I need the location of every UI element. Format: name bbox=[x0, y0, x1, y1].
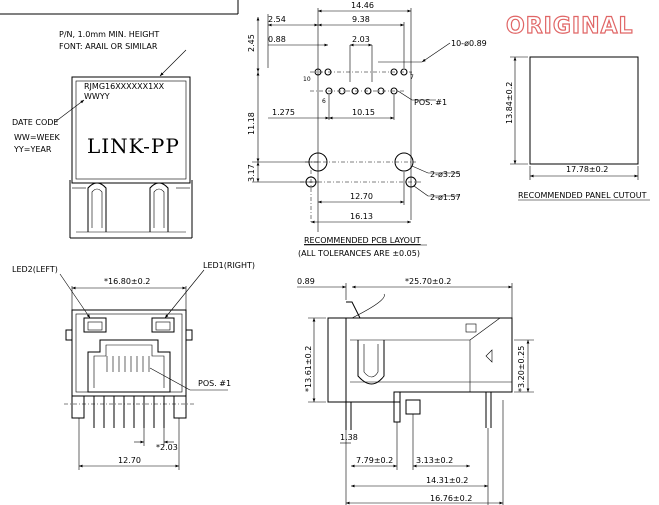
dim-12-70: 12.70 bbox=[350, 192, 373, 201]
font-note: FONT: ARAIL OR SIMILAR bbox=[59, 42, 158, 51]
dim-0-89: 0.89 bbox=[297, 277, 315, 286]
panel-cutout: 13.84±0.2 17.78±0.2 RECOMMENDED PANEL CU… bbox=[505, 56, 650, 201]
led1-label: LED1(RIGHT) bbox=[203, 261, 255, 270]
dim-3-17: 3.17 bbox=[247, 164, 256, 182]
ww-legend: WW=WEEK bbox=[14, 133, 61, 142]
side-dim-3-13: 3.13±0.2 bbox=[416, 456, 453, 465]
dim-9-38: 9.38 bbox=[352, 15, 370, 24]
front-view: LED2(LEFT) LED1(RIGHT) *16.80±0.2 bbox=[12, 261, 255, 470]
sheet-frame bbox=[0, 0, 239, 15]
side-dim-3-20: *3.20±0.25 bbox=[517, 346, 526, 392]
original-stamp: ORIGINAL bbox=[506, 14, 634, 39]
dim-2-03: 2.03 bbox=[352, 35, 370, 44]
front-width: *16.80±0.2 bbox=[104, 277, 150, 286]
side-dim-16-76: 16.76±0.2 bbox=[430, 494, 472, 503]
dim-11-18: 11.18 bbox=[247, 112, 256, 135]
dim-2-45: 2.45 bbox=[247, 34, 256, 52]
side-view: 0.89 *25.70±0.2 *13.61±0.2 *3.20±0.25 bbox=[297, 277, 534, 505]
pin-7-label: 7 bbox=[410, 74, 414, 81]
dim-14-46: 14.46 bbox=[351, 1, 374, 10]
front-pos1-label: POS. #1 bbox=[198, 379, 231, 388]
brand-logo: LINK-PP bbox=[87, 134, 180, 158]
date-format-marking: WWYY bbox=[84, 92, 110, 101]
cutout-title: RECOMMENDED PANEL CUTOUT bbox=[518, 191, 647, 200]
pcb-tolerance-note: (ALL TOLERANCES ARE ±0.05) bbox=[298, 249, 420, 258]
side-dim-1-38: 1.38 bbox=[340, 433, 358, 442]
side-dim-14-31: 14.31±0.2 bbox=[426, 476, 468, 485]
yy-legend: YY=YEAR bbox=[13, 145, 52, 154]
hole-note: 10-ø0.89 bbox=[451, 39, 487, 48]
dim-1-275: 1.275 bbox=[272, 108, 295, 117]
part-number-marking: RJMG16XXXXXX1XX bbox=[84, 82, 165, 91]
pin-6-label: 6 bbox=[322, 98, 326, 105]
dim-0-88: 0.88 bbox=[268, 35, 286, 44]
side-height: *13.61±0.2 bbox=[304, 346, 313, 392]
pin-10-label: 10 bbox=[303, 76, 311, 83]
contact-pins bbox=[106, 356, 150, 372]
pos1-label: POS. #1 bbox=[414, 98, 447, 107]
dim-2-54: 2.54 bbox=[268, 15, 286, 24]
side-dim-7-79: 7.79±0.2 bbox=[356, 456, 393, 465]
pcb-layout: 14.46 2.54 9.38 2.45 0.88 2.03 10-ø0.89 … bbox=[247, 1, 487, 258]
front-dim-2-03: *2.03 bbox=[156, 443, 178, 452]
small-hole-note: 2-ø1.57 bbox=[430, 193, 461, 202]
side-length: *25.70±0.2 bbox=[405, 277, 451, 286]
dim-16-13: 16.13 bbox=[350, 212, 373, 221]
pn-note: P/N, 1.0mm MIN. HEIGHT bbox=[59, 30, 159, 39]
date-code-label: DATE CODE bbox=[12, 118, 58, 127]
dim-10-15: 10.15 bbox=[352, 108, 375, 117]
pcb-layout-title: RECOMMENDED PCB LAYOUT bbox=[304, 236, 421, 245]
led2-label: LED2(LEFT) bbox=[12, 265, 58, 274]
cutout-height: 13.84±0.2 bbox=[505, 82, 514, 124]
front-dim-12-70: 12.70 bbox=[118, 456, 141, 465]
cutout-width: 17.78±0.2 bbox=[566, 165, 608, 174]
top-view: P/N, 1.0mm MIN. HEIGHT FONT: ARAIL OR SI… bbox=[12, 30, 193, 239]
big-hole-note: 2-ø3.25 bbox=[430, 170, 461, 179]
